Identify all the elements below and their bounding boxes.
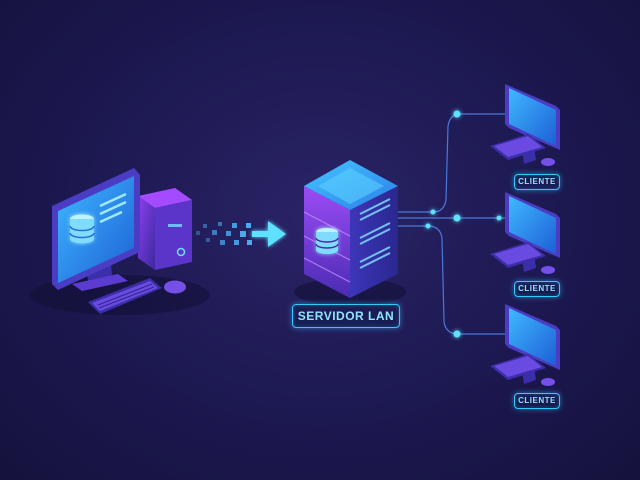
- mouse-icon: [164, 280, 186, 294]
- pc-tower: [138, 188, 192, 270]
- arrow-right-icon: [252, 221, 286, 247]
- client-2: [490, 192, 560, 274]
- link-nodes: [425, 110, 502, 338]
- workstation: [30, 168, 210, 315]
- mouse-icon: [541, 158, 555, 166]
- data-transfer: [196, 221, 286, 247]
- keyboard-icon: [88, 278, 162, 314]
- client-label-1: CLIENTE: [514, 174, 560, 190]
- client-label-2: CLIENTE: [514, 281, 560, 297]
- client-1: [490, 84, 560, 166]
- server-rack-icon: [294, 160, 406, 306]
- mouse-icon: [541, 266, 555, 274]
- desktop-computer-icon: [52, 168, 140, 291]
- database-icon: [69, 214, 95, 244]
- database-icon: [315, 228, 339, 254]
- client-label-3: CLIENTE: [514, 393, 560, 409]
- network-links: [398, 113, 505, 335]
- server-label: SERVIDOR LAN: [292, 304, 400, 328]
- mouse-icon: [541, 378, 555, 386]
- client-3: [490, 304, 560, 386]
